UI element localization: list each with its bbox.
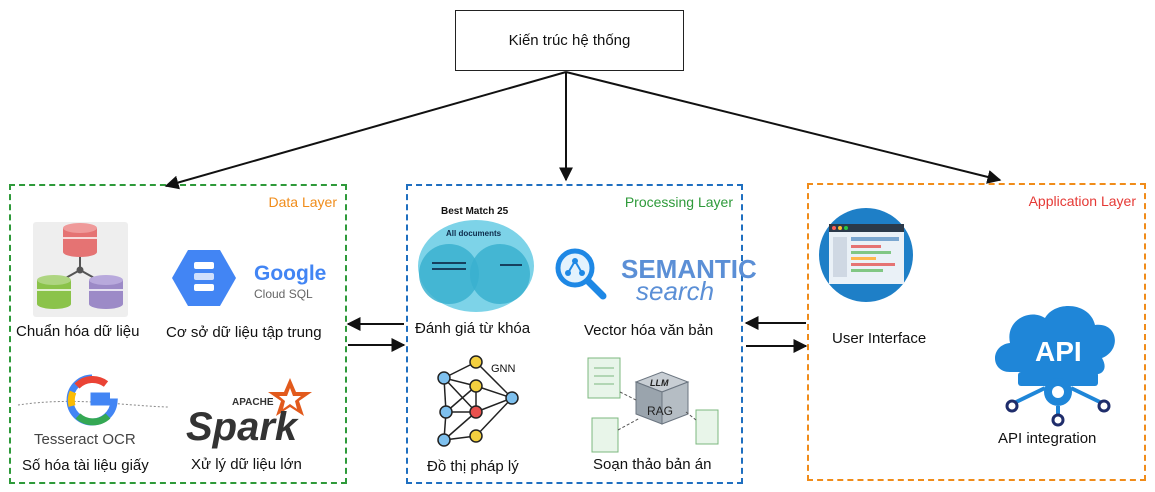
- application-layer-title: Application Layer: [1028, 193, 1136, 209]
- tesseract-text: Tesseract OCR: [34, 431, 136, 448]
- arrow-to-application-layer: [565, 71, 1002, 184]
- processing-layer-title: Processing Layer: [624, 194, 733, 210]
- api-logo-text: API: [1035, 336, 1082, 367]
- cloud-sql-text: Cloud SQL: [254, 287, 313, 301]
- label-keyword-evaluation: Đánh giá từ khóa: [415, 320, 531, 337]
- layer-connectors: [346, 316, 808, 353]
- label-api-integration: API integration: [998, 430, 1097, 447]
- llm-text: LLM: [650, 378, 669, 388]
- label-legal-graph: Đồ thị pháp lý: [427, 458, 519, 475]
- cloud-sql-icon: [172, 250, 236, 306]
- gnn-text: GNN: [491, 363, 516, 375]
- svg-text:All documents: All documents: [446, 229, 502, 238]
- bm25-venn-icon: All documents: [418, 220, 534, 312]
- spark-icon: [268, 378, 312, 416]
- llm-rag-icon: [587, 357, 719, 453]
- label-big-data-processing: Xử lý dữ liệu lớn: [191, 456, 302, 473]
- data-layer-title: Data Layer: [268, 194, 337, 210]
- api-cloud-icon: [995, 305, 1115, 427]
- root-node: Kiến trúc hệ thống: [455, 10, 684, 71]
- root-label: Kiến trúc hệ thống: [508, 32, 631, 49]
- gnn-graph-icon: [437, 355, 519, 447]
- search-script-text: search: [636, 276, 714, 306]
- semantic-text: SEMANTIC: [621, 254, 757, 284]
- application-layer-box: Application Layer: [807, 183, 1146, 481]
- rag-text: RAG: [647, 404, 673, 418]
- processing-layer-box: Processing Layer: [406, 184, 743, 484]
- label-draft-verdict: Soạn thảo bản án: [593, 456, 712, 473]
- spark-logo-text: Spark: [186, 405, 299, 449]
- semantic-search-icon: [555, 248, 607, 300]
- bm25-title: Best Match 25: [441, 206, 509, 217]
- label-normalize-data: Chuẩn hóa dữ liệu: [16, 323, 140, 340]
- google-logo-text: Google: [254, 262, 326, 285]
- label-user-interface: User Interface: [832, 330, 927, 347]
- label-digitize-paper: Số hóa tài liệu giấy: [22, 457, 149, 474]
- label-central-database: Cơ sở dữ liệu tập trung: [166, 324, 322, 341]
- root-connectors: [164, 71, 1002, 190]
- database-icon: [33, 222, 128, 317]
- user-interface-icon: [819, 208, 913, 302]
- apache-text: APACHE: [232, 397, 274, 408]
- label-text-vectorization: Vector hóa văn bản: [584, 322, 714, 339]
- tesseract-icon: [17, 374, 169, 426]
- arrow-to-data-layer: [164, 71, 567, 190]
